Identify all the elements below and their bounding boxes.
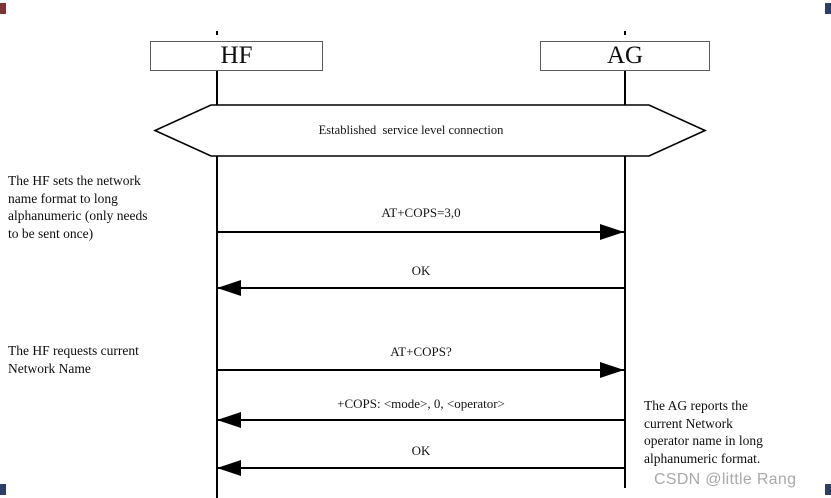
annotation-line: alphanumeric (only needs	[8, 208, 148, 223]
message-line	[218, 419, 624, 421]
annotation-line: operator name in long	[644, 433, 763, 448]
annotation-hf-requests-name: The HF requests current Network Name	[8, 342, 139, 377]
connection-banner-hexagon	[153, 104, 707, 157]
lifeline-stub-hf	[216, 31, 218, 35]
annotation-line: The AG reports the	[644, 398, 748, 413]
lifeline-ag	[624, 71, 626, 488]
actor-box-ag: AG	[540, 41, 710, 71]
connection-banner: Established service level connection	[153, 104, 707, 157]
message-line	[218, 369, 624, 371]
lifeline-hf	[216, 71, 218, 498]
annotation-line: The HF sets the network	[8, 173, 141, 188]
corner-mark-bottom-left	[0, 484, 6, 495]
actor-label-ag: AG	[606, 42, 644, 69]
actor-label-hf: HF	[220, 42, 253, 69]
connection-banner-label: Established service level connection	[318, 123, 504, 137]
arrowhead-left-icon	[217, 280, 241, 296]
message-label-cops-response: +COPS: <mode>, 0, <operator>	[337, 396, 505, 411]
message-line	[218, 467, 624, 469]
message-label-at-cops-set: AT+COPS=3,0	[381, 205, 461, 220]
annotation-ag-reports-name: The AG reports the current Network opera…	[644, 397, 763, 467]
message-line	[218, 287, 624, 289]
message-line	[218, 231, 624, 233]
annotation-line: to be sent once)	[8, 225, 94, 241]
actor-box-hf: HF	[150, 41, 323, 71]
corner-mark-bottom-right	[825, 484, 831, 495]
corner-mark-top-left	[0, 3, 6, 14]
message-label-ok-2: OK	[411, 443, 431, 458]
message-label-ok-1: OK	[411, 263, 431, 278]
annotation-line: The HF requests current	[8, 343, 139, 358]
arrowhead-right-icon	[600, 224, 624, 240]
corner-mark-top-right	[825, 3, 831, 14]
annotation-line: Network Name	[8, 360, 91, 376]
arrowhead-right-icon	[600, 362, 624, 378]
annotation-line: alphanumeric format.	[644, 450, 761, 466]
lifeline-stub-ag	[624, 31, 626, 35]
arrowhead-left-icon	[217, 412, 241, 428]
annotation-line: current Network	[644, 415, 733, 431]
message-label-at-cops-query: AT+COPS?	[390, 344, 452, 359]
annotation-line: name format to long	[8, 190, 118, 206]
annotation-hf-sets-format: The HF sets the network name format to l…	[8, 172, 147, 242]
watermark: CSDN @little Rang	[654, 471, 797, 488]
arrowhead-left-icon	[217, 460, 241, 476]
